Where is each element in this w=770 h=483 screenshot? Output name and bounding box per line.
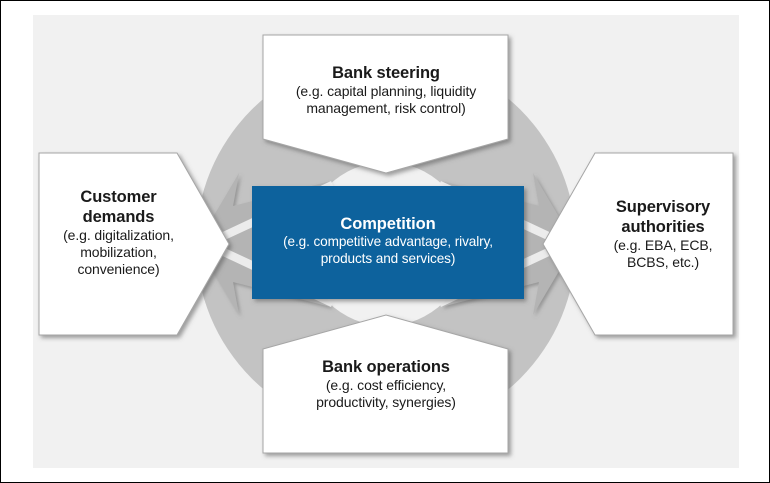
- node-subtitle-supervisory-authorities: (e.g. EBA, ECB, BCBS, etc.): [593, 237, 733, 271]
- node-shape-competition[interactable]: [252, 186, 524, 299]
- subtitle-line: (e.g. cost efficiency,: [325, 377, 447, 394]
- title-line: Customer: [80, 188, 157, 206]
- node-subtitle-bank-steering: (e.g. capital planning, liquidity manage…: [263, 83, 509, 117]
- node-label-supervisory-authorities: Supervisory authorities (e.g. EBA, ECB, …: [593, 197, 733, 271]
- subtitle-line: (e.g. EBA, ECB,: [613, 237, 713, 254]
- subtitle-line: (e.g. digitalization,: [63, 227, 174, 244]
- title-line: Supervisory: [615, 198, 711, 216]
- node-shape-bank-steering[interactable]: [262, 34, 509, 174]
- title-line: authorities: [621, 218, 705, 237]
- node-label-competition: Competition (e.g. competitive advantage,…: [257, 214, 519, 267]
- node-label-customer-demands: Customer demands (e.g. digitalization, m…: [41, 187, 196, 278]
- node-subtitle-customer-demands: (e.g. digitalization, mobilization, conv…: [41, 227, 196, 278]
- title-line: demands: [82, 208, 155, 227]
- node-title-bank-steering: Bank steering: [332, 64, 440, 82]
- subtitle-line: products and services): [320, 250, 456, 266]
- subtitle-line: mobilization,: [80, 244, 157, 261]
- node-title-competition: Competition: [340, 215, 436, 233]
- subtitle-line: management, risk control): [306, 100, 466, 117]
- node-title-customer-demands: Customer demands: [41, 187, 196, 227]
- node-label-bank-operations: Bank operations (e.g. cost efficiency, p…: [263, 357, 509, 411]
- node-label-bank-steering: Bank steering (e.g. capital planning, li…: [263, 63, 509, 117]
- subtitle-line: (e.g. competitive advantage, rivalry,: [283, 234, 493, 250]
- node-subtitle-competition: (e.g. competitive advantage, rivalry, pr…: [257, 234, 519, 267]
- node-shape-bank-operations[interactable]: [262, 314, 509, 454]
- subtitle-line: convenience): [77, 261, 160, 278]
- node-title-supervisory-authorities: Supervisory authorities: [593, 197, 733, 237]
- node-subtitle-bank-operations: (e.g. cost efficiency, productivity, syn…: [263, 377, 509, 411]
- subtitle-line: BCBS, etc.): [626, 254, 700, 271]
- node-shape-customer-demands[interactable]: [38, 152, 230, 336]
- node-title-bank-operations: Bank operations: [322, 358, 450, 376]
- subtitle-line: (e.g. capital planning, liquidity: [295, 83, 477, 100]
- node-shape-supervisory-authorities[interactable]: [542, 152, 734, 336]
- subtitle-line: productivity, synergies): [316, 394, 456, 411]
